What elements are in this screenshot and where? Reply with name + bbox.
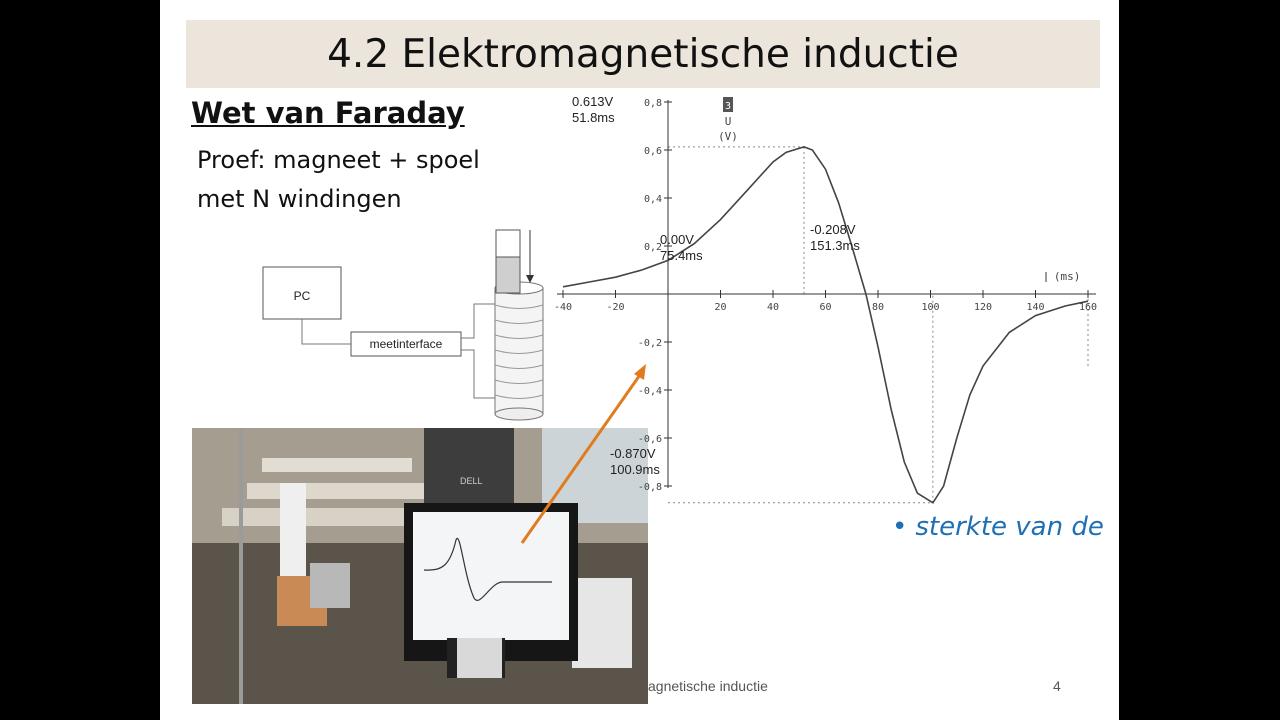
photo-magnet xyxy=(280,483,306,578)
x-tick-label: 40 xyxy=(767,302,779,313)
y-unit-label: U xyxy=(725,115,732,128)
x-tick-label: 20 xyxy=(714,302,726,313)
magnet-south xyxy=(495,256,521,294)
annotation-line: 100.9ms xyxy=(610,462,660,477)
channel-marker: 3 xyxy=(725,101,731,112)
interface-label: meetinterface xyxy=(370,337,443,351)
slide-title: 4.2 Elektromagnetische inductie xyxy=(327,31,959,77)
slide: 4.2 Elektromagnetische inductie Wet van … xyxy=(160,0,1119,720)
annotation-line: 151.3ms xyxy=(810,238,860,253)
photo-desk-1 xyxy=(262,458,412,472)
chart-axes xyxy=(557,100,1096,488)
x-tick-label: 140 xyxy=(1026,302,1044,313)
slide-subtitle: Wet van Faraday xyxy=(191,96,465,130)
annotation-line: 0.00V xyxy=(660,232,694,247)
x-tick-label: -40 xyxy=(554,302,572,313)
pc-label: PC xyxy=(294,289,311,303)
y-tick-label: 0,4 xyxy=(644,194,662,205)
pc-box xyxy=(262,266,342,320)
photo-box xyxy=(457,638,502,678)
arrow-line xyxy=(520,371,644,544)
interface-box xyxy=(350,331,462,357)
bullet-point: •sterkte van de xyxy=(892,512,1104,542)
photo-stand-rod xyxy=(239,428,243,704)
body-line-2: met N windingen xyxy=(197,185,402,213)
bullet-text: sterkte van de xyxy=(915,512,1104,542)
photo-radiator xyxy=(572,578,632,668)
x-tick-label: 80 xyxy=(872,302,884,313)
photo-pc-tower xyxy=(424,428,514,510)
photo-brand-label: DELL xyxy=(460,476,483,486)
y-tick-label: 0,2 xyxy=(644,242,662,253)
annotation-line: 75.4ms xyxy=(660,248,703,263)
chart-ticks: 0,8 0,6 0,4 0,2 -0,2 -0,4 -0,6 -0,8 -40 -20 20 40 60… xyxy=(554,98,1097,493)
body-line-1: Proef: magneet + spoel xyxy=(197,146,480,174)
photo-desk-2 xyxy=(247,483,437,499)
footer-text: agnetische inductie xyxy=(648,678,768,694)
motion-arrow-head xyxy=(526,275,534,283)
photo-desk-3 xyxy=(222,508,452,526)
voltage-curve xyxy=(562,146,1089,504)
annotation-line: -0.870V xyxy=(610,446,656,461)
photo-monitor-screen xyxy=(413,512,569,640)
y-tick-label: -0,6 xyxy=(638,434,662,445)
annotation-line: 51.8ms xyxy=(572,110,615,125)
title-bar: 4.2 Elektromagnetische inductie xyxy=(186,20,1100,88)
coil-bottom xyxy=(494,407,544,421)
y-tick-label: -0,4 xyxy=(638,386,662,397)
coil-wire-top xyxy=(461,303,495,339)
x-tick-label: 120 xyxy=(974,302,992,313)
photo-screen-curve xyxy=(423,537,552,601)
y-unit-label: (V) xyxy=(718,130,738,143)
chart-annotations: 0.613V51.8ms0.208V-40.0ms0.00V75.4ms-0.2… xyxy=(572,94,860,477)
y-tick-label: 0,6 xyxy=(644,146,662,157)
coil-wire-bottom xyxy=(461,349,495,399)
y-tick-label: -0,8 xyxy=(638,482,662,493)
x-tick-label: -20 xyxy=(606,302,624,313)
y-tick-label: -0,2 xyxy=(638,338,662,349)
voltage-chart: 0,8 0,6 0,4 0,2 -0,2 -0,4 -0,6 -0,8 -40 -20 20 40 60… xyxy=(554,94,1097,504)
bullet-dot-icon: • xyxy=(892,512,908,542)
page-number: 4 xyxy=(1053,678,1061,694)
chart-guides xyxy=(668,146,1089,504)
pointer-arrow xyxy=(520,364,646,544)
annotation-line: 0.613V xyxy=(572,94,614,109)
arrow-head xyxy=(634,364,646,380)
pc-cable xyxy=(301,319,351,345)
coil-windings xyxy=(494,304,544,399)
x-tick-label: 160 xyxy=(1079,302,1097,313)
setup-diagram: PC meetinterface xyxy=(262,229,544,421)
chart-units: 3U (V) (ms) xyxy=(718,97,1080,283)
x-tick-label: 100 xyxy=(921,302,939,313)
photo-interface xyxy=(310,563,350,608)
y-tick-label: 0,8 xyxy=(644,98,662,109)
channel-marker-box xyxy=(723,97,733,112)
x-tick-label: 60 xyxy=(819,302,831,313)
annotation-line: -0.208V xyxy=(810,222,856,237)
x-unit-label: (ms) xyxy=(1054,270,1081,283)
